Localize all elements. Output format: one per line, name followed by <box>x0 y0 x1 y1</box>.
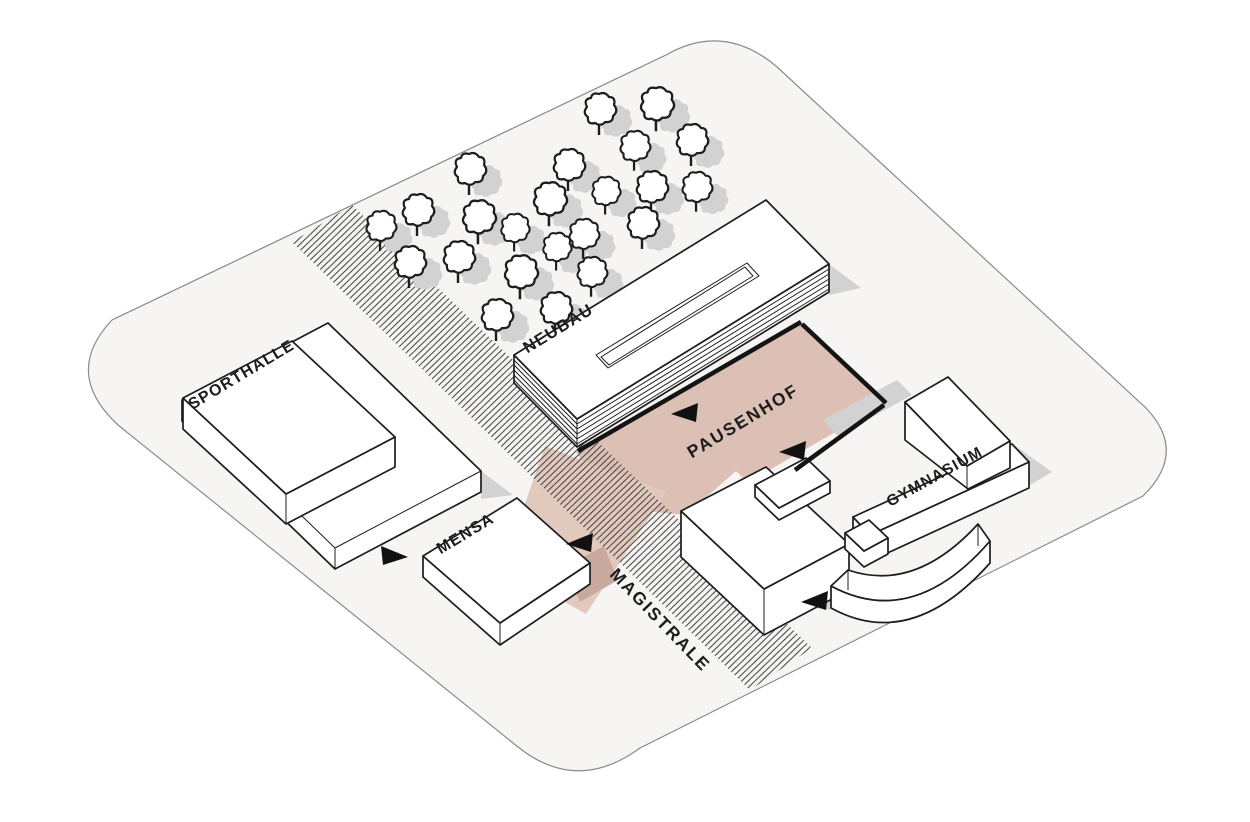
sporthalle-shadow <box>481 471 513 499</box>
courtyard-border-nw <box>576 320 803 453</box>
gym-curved-wing-roof <box>830 523 991 602</box>
gym-mid-box-roof <box>844 519 889 552</box>
sporthalle-upper-roof <box>182 340 396 495</box>
direction-arrows <box>381 403 828 610</box>
building-neubau <box>513 199 830 448</box>
magistrale-hatch-band <box>292 205 812 690</box>
courtyard-border-se <box>793 403 886 472</box>
arrow-left-icon <box>566 533 593 552</box>
courtyard-ramp-shadow <box>823 380 912 436</box>
arrow-left-icon <box>801 591 828 610</box>
arrow-left-icon <box>671 403 698 422</box>
building-gymnasium <box>680 376 1030 636</box>
neubau-shadow <box>829 264 861 295</box>
gym-curved-wing-edge <box>847 524 979 590</box>
arrow-right-icon <box>381 546 408 565</box>
pausenhof-courtyard <box>576 324 884 515</box>
gym-north-block-roof <box>904 376 1011 467</box>
neubau-roof-slot <box>595 262 760 369</box>
building-mensa <box>422 497 591 646</box>
arrow-left-icon <box>779 441 806 460</box>
courtyard-border-ne <box>800 322 888 405</box>
building-sporthalle <box>181 322 482 570</box>
courtyard-borders <box>576 320 888 472</box>
gym-notch-roof <box>754 457 831 509</box>
neubau-slab-lines <box>513 268 830 447</box>
mensa-roof <box>422 497 591 624</box>
